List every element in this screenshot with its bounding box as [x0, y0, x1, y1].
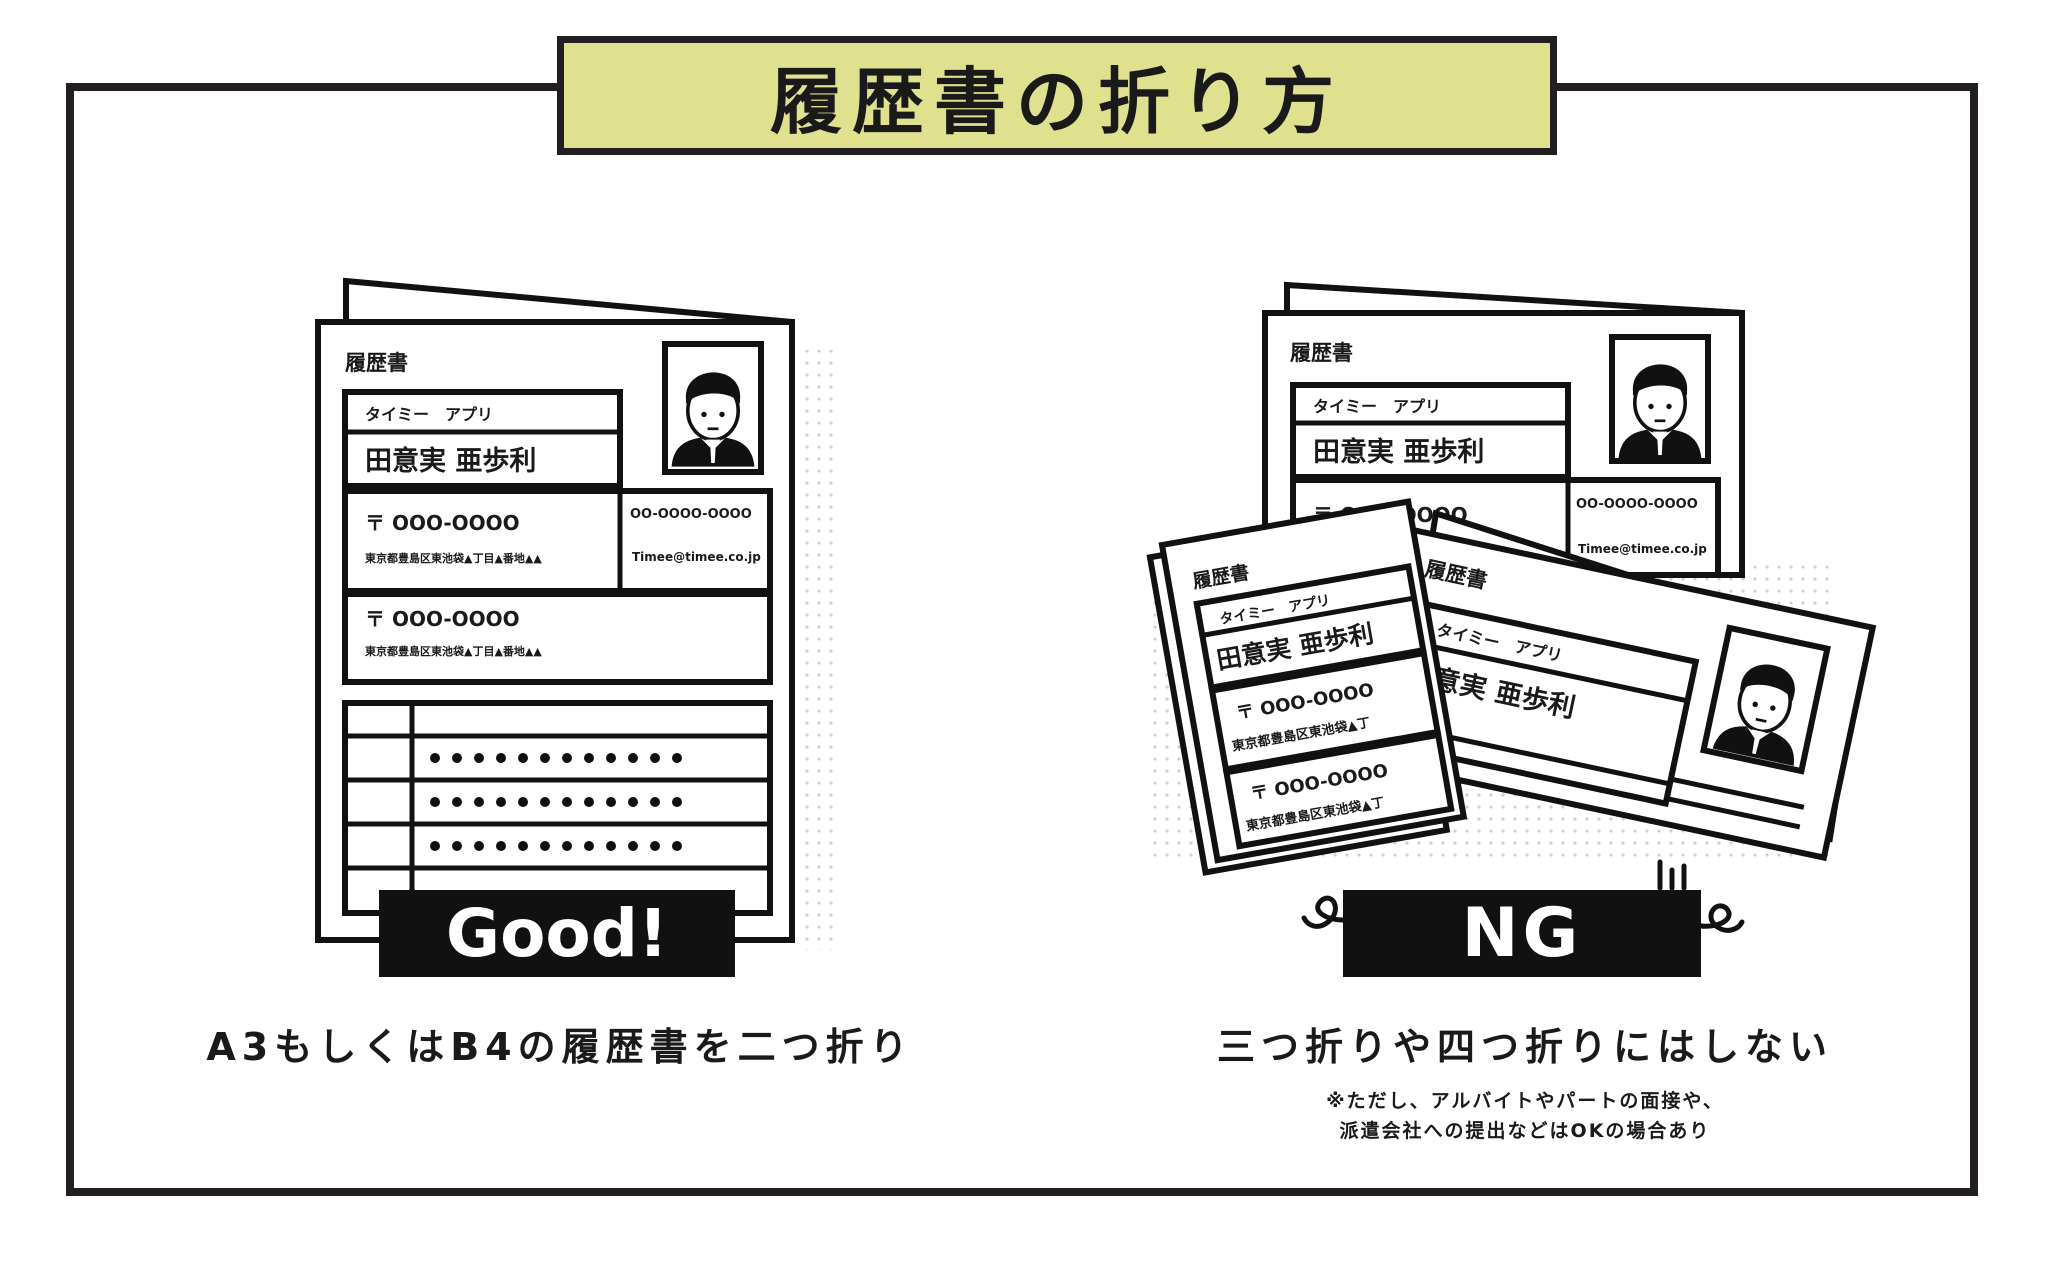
good-history-table — [342, 700, 773, 916]
ng-back-name: 田意実 亜歩利 — [1313, 436, 1484, 468]
good-name: 田意実 亜歩利 — [365, 445, 536, 477]
good-badge-label: Good! — [445, 895, 669, 972]
ng-caption: 三つ折りや四つ折りにはしない — [1216, 1025, 1833, 1069]
ng-back-furigana: タイミー アプリ — [1313, 397, 1441, 416]
ng-badge: NG — [1343, 890, 1701, 977]
good-postal-2: 〒 OOO-OOOO — [365, 607, 520, 631]
ng-back-heading: 履歴書 — [1290, 341, 1353, 365]
good-email: Timee@timee.co.jp — [632, 550, 761, 564]
good-badge: Good! — [379, 890, 735, 977]
ng-resume-illustration: 履歴書 タイミー アプリ 田意実 亜歩利 〒 OOO-OOOO OO-OOOO-… — [1146, 281, 1877, 876]
good-postal-1: 〒 OOO-OOOO — [365, 511, 520, 535]
good-furigana: タイミー アプリ — [365, 405, 493, 424]
good-address-2: 東京都豊島区東池袋▲丁目▲番地▲▲ — [365, 644, 542, 658]
good-caption: A3もしくはB4の履歴書を二つ折り — [206, 1025, 914, 1069]
good-resume-illustration: 履歴書 タイミー アプリ 田意実 亜歩利 〒 OOO-OOOO 東京都豊島区東池… — [315, 277, 835, 950]
title-banner: 履歴書の折り方 — [557, 36, 1557, 155]
ng-back-phone: OO-OOOO-OOOO — [1576, 497, 1698, 512]
good-resume-heading: 履歴書 — [345, 351, 408, 375]
page-title: 履歴書の折り方 — [769, 60, 1344, 144]
good-address-1: 東京都豊島区東池袋▲丁目▲番地▲▲ — [365, 551, 542, 565]
ng-note: ※ただし、アルバイトやパートの面接や、 派遣会社への提出などはOKの場合あり — [1250, 1086, 1800, 1146]
ng-back-email: Timee@timee.co.jp — [1578, 542, 1707, 556]
frustration-marks-icon — [1301, 859, 1745, 933]
ng-note-line-1: ※ただし、アルバイトやパートの面接や、 — [1326, 1090, 1724, 1112]
ng-badge-label: NG — [1461, 894, 1583, 973]
ng-note-line-2: 派遣会社への提出などはOKの場合あり — [1339, 1120, 1711, 1142]
good-phone: OO-OOOO-OOOO — [630, 507, 752, 522]
